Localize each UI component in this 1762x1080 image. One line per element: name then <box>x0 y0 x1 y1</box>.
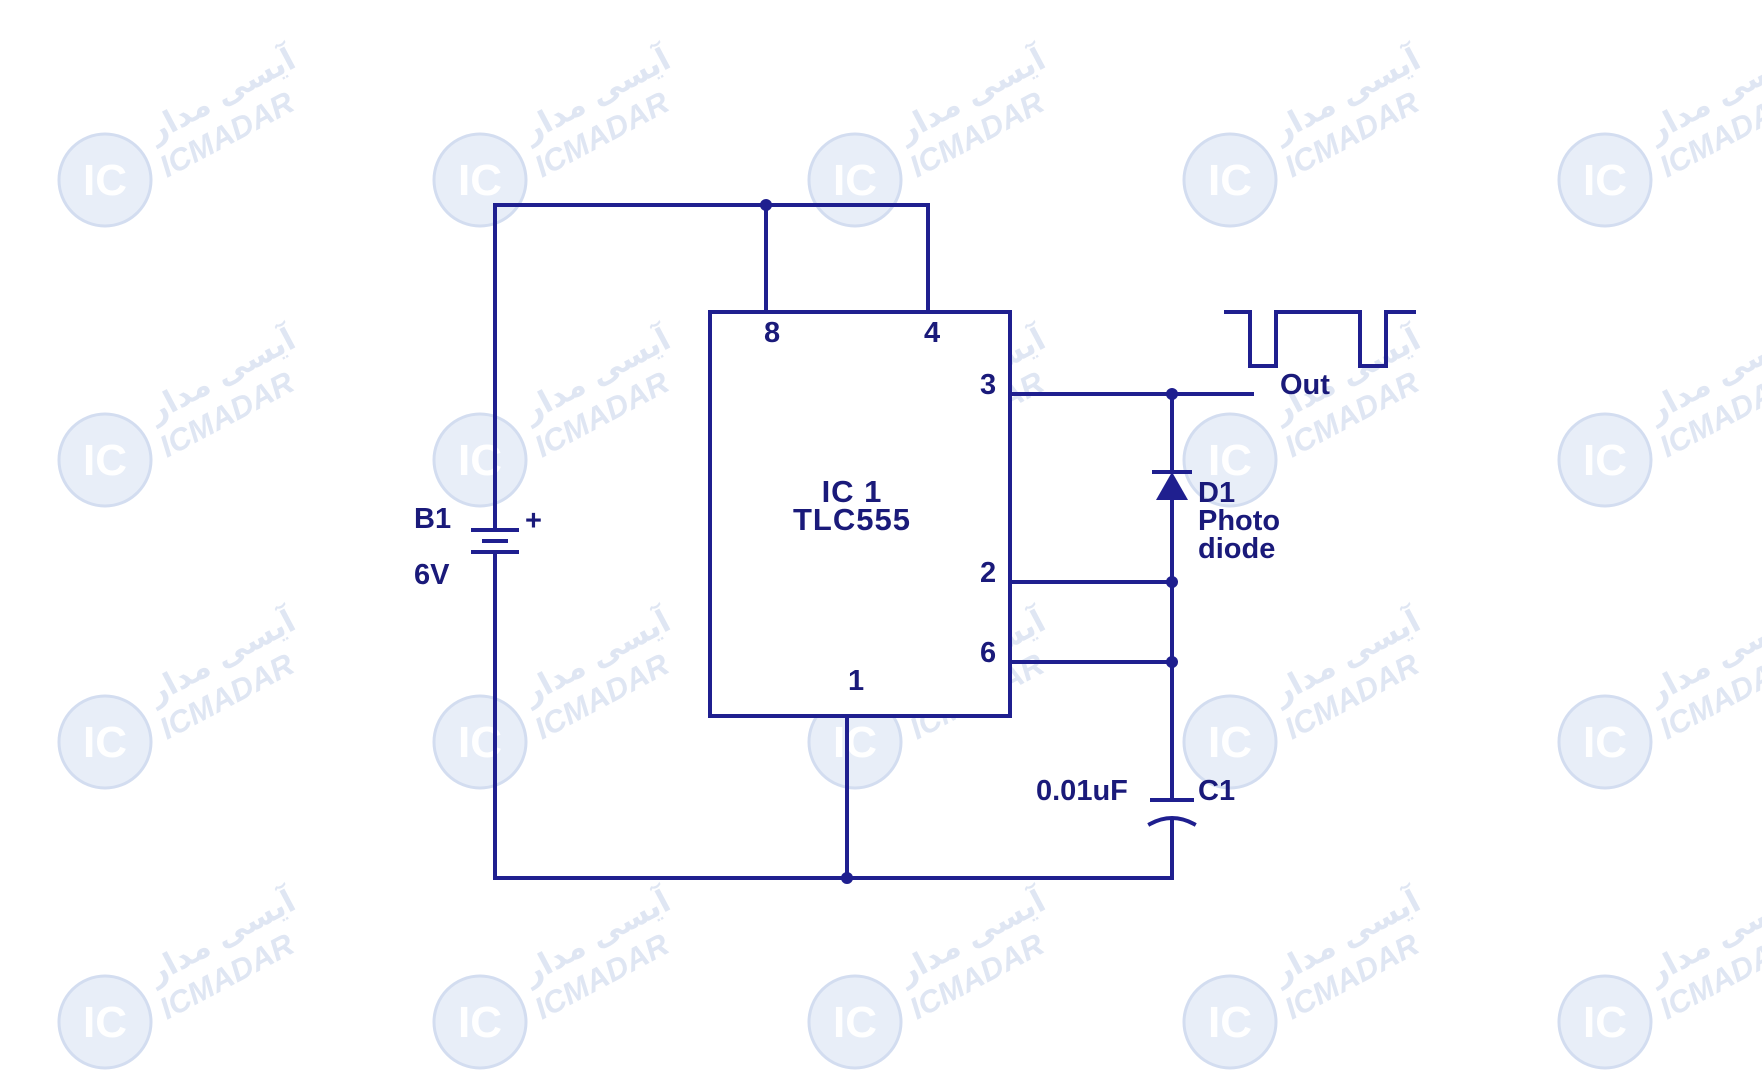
svg-text:IC: IC <box>458 998 502 1047</box>
capacitor-symbol <box>1147 798 1197 827</box>
battery-symbol <box>471 528 519 554</box>
ic-designator-label: IC 1 <box>822 474 883 509</box>
ic-pin3-label: 3 <box>980 369 996 401</box>
ic-pin2-label: 2 <box>980 557 996 589</box>
output-waveform <box>1224 310 1416 368</box>
svg-text:IC: IC <box>1208 436 1252 485</box>
ic-pin8-label: 8 <box>764 317 780 349</box>
junctions <box>760 199 1178 884</box>
capacitor-name-label: C1 <box>1198 775 1235 807</box>
wires <box>493 203 1416 880</box>
diode-name-label: D1 <box>1198 477 1235 509</box>
svg-text:IC: IC <box>1583 718 1627 767</box>
junction-out <box>1166 388 1178 400</box>
diode-type-line2: diode <box>1198 533 1275 565</box>
wire-bottom-rail <box>493 820 1174 880</box>
labels: B1 + 6V 8 4 3 2 6 1 IC 1 TLC555 D1 Photo… <box>414 317 1330 807</box>
capacitor-value-label: 0.01uF <box>1036 775 1128 807</box>
svg-text:IC: IC <box>83 156 127 205</box>
battery-value-label: 6V <box>414 559 450 591</box>
svg-text:IC: IC <box>83 718 127 767</box>
svg-text:IC: IC <box>1583 156 1627 205</box>
junction-bottom <box>841 872 853 884</box>
junction-top <box>760 199 772 211</box>
photodiode-symbol <box>1152 470 1192 500</box>
svg-text:IC: IC <box>1208 998 1252 1047</box>
wire-top-rail <box>493 203 930 314</box>
ic-pin4-label: 4 <box>924 317 940 349</box>
ic-pin1-label: 1 <box>848 665 864 697</box>
junction-pin6 <box>1166 656 1178 668</box>
output-label: Out <box>1280 369 1330 401</box>
battery-name-label: B1 <box>414 503 451 535</box>
svg-text:IC: IC <box>1208 718 1252 767</box>
svg-text:IC: IC <box>833 718 877 767</box>
ic-part-label: TLC555 <box>793 502 911 537</box>
svg-text:IC: IC <box>1583 998 1627 1047</box>
ic-body <box>708 310 1012 718</box>
battery-polarity-label: + <box>525 505 542 537</box>
svg-text:IC: IC <box>833 998 877 1047</box>
svg-text:IC: IC <box>83 998 127 1047</box>
svg-text:IC: IC <box>833 156 877 205</box>
svg-text:IC: IC <box>1583 436 1627 485</box>
svg-text:IC: IC <box>83 436 127 485</box>
junction-pin2 <box>1166 576 1178 588</box>
svg-text:IC: IC <box>458 156 502 205</box>
diode-type-line1: Photo <box>1198 505 1280 537</box>
svg-text:IC: IC <box>1208 156 1252 205</box>
ic-pin6-label: 6 <box>980 637 996 669</box>
